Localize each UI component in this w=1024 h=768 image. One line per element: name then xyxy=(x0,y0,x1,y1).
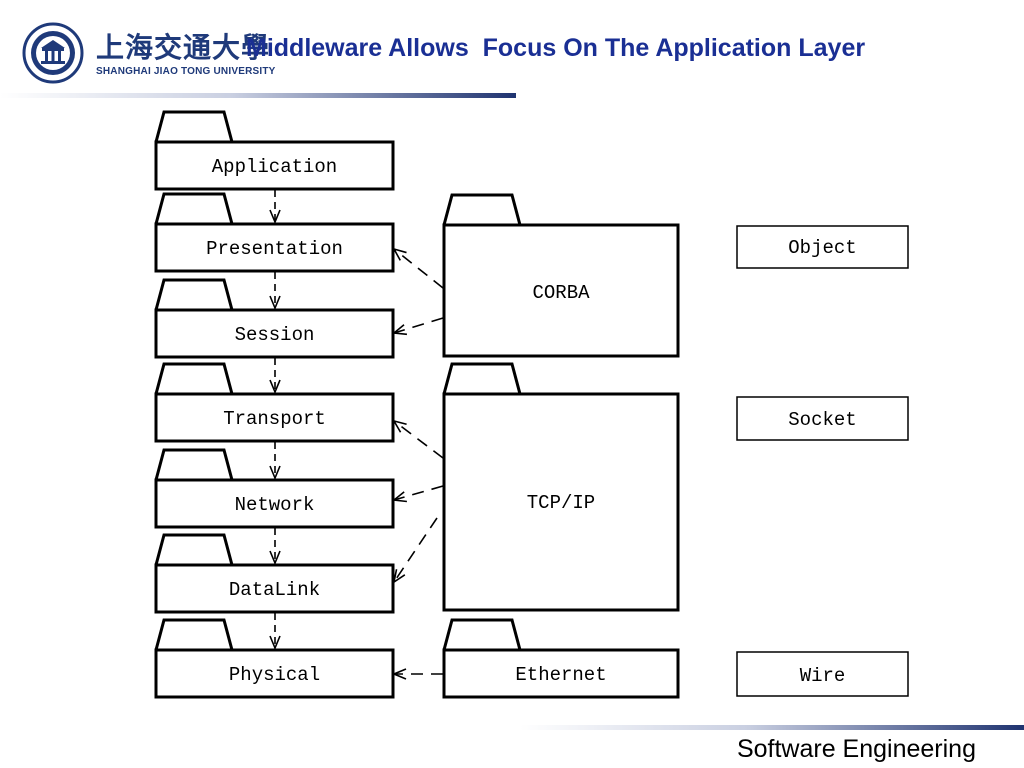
abstraction-box xyxy=(736,396,909,441)
layer-label: Session xyxy=(235,324,315,346)
layer-label: Network xyxy=(235,494,315,516)
layer-physical: Physical xyxy=(154,618,395,699)
layer-box xyxy=(154,308,395,359)
implementation-arrows xyxy=(394,249,444,674)
title-underline-bar xyxy=(0,93,516,98)
middleware-corba: CORBA xyxy=(442,193,680,358)
package-tab xyxy=(442,193,522,226)
package-tab xyxy=(154,362,234,395)
logo-chinese-text: 上海交通大學 xyxy=(96,31,271,64)
middleware-label: CORBA xyxy=(532,282,590,304)
layer-datalink: DataLink xyxy=(154,533,395,614)
layer-presentation: Presentation xyxy=(154,192,395,273)
middleware-box xyxy=(442,648,680,699)
package-tab xyxy=(154,448,234,481)
university-seal-icon xyxy=(22,22,84,84)
layer-application: Application xyxy=(154,110,395,191)
slide-title: Middleware Allows Focus On The Applicati… xyxy=(246,34,866,62)
abstraction-label: Socket xyxy=(788,409,856,431)
arrow-tcpip-to-transport xyxy=(394,421,444,459)
package-tab xyxy=(154,278,234,311)
osi-layer-stack: Application Presentation Session Transpo… xyxy=(154,110,395,699)
layer-label: Presentation xyxy=(206,238,343,260)
layer-network: Network xyxy=(154,448,395,529)
layer-session: Session xyxy=(154,278,395,359)
layer-box xyxy=(154,222,395,273)
abstraction-wire: Wire xyxy=(736,651,909,697)
university-logo: 上海交通大學 SHANGHAI JIAO TONG UNIVERSITY xyxy=(22,22,275,84)
layer-label: Physical xyxy=(229,664,320,686)
middleware-box xyxy=(442,392,680,612)
arrow-corba-to-presentation xyxy=(394,249,444,289)
abstraction-column: Object Socket Wire xyxy=(736,225,909,697)
package-tab xyxy=(442,362,522,395)
arrow-corba-to-session xyxy=(394,317,444,333)
middleware-box xyxy=(442,223,680,358)
abstraction-box xyxy=(736,651,909,697)
arrow-tcpip-to-datalink xyxy=(394,517,438,582)
middleware-stack: CORBA TCP/IP Ethernet xyxy=(442,193,680,699)
package-tab xyxy=(442,618,522,651)
layer-label: Transport xyxy=(223,408,326,430)
abstraction-label: Object xyxy=(788,237,856,259)
middleware-label: Ethernet xyxy=(515,664,606,686)
middleware-label: TCP/IP xyxy=(527,492,595,514)
abstraction-object: Object xyxy=(736,225,909,269)
package-tab xyxy=(154,110,234,143)
layer-box xyxy=(154,392,395,443)
abstraction-label: Wire xyxy=(800,665,846,687)
layer-label: DataLink xyxy=(229,579,320,601)
abstraction-socket: Socket xyxy=(736,396,909,441)
middleware-tcpip: TCP/IP xyxy=(442,362,680,612)
package-tab xyxy=(154,533,234,566)
layer-box xyxy=(154,563,395,614)
layer-label: Application xyxy=(212,156,337,178)
abstraction-box xyxy=(736,225,909,269)
footer-bar xyxy=(520,725,1024,730)
footer-text: Software Engineering xyxy=(736,735,976,763)
middleware-ethernet: Ethernet xyxy=(442,618,680,699)
package-tab xyxy=(154,618,234,651)
layer-transport: Transport xyxy=(154,362,395,443)
layer-box xyxy=(154,140,395,191)
layer-box xyxy=(154,648,395,699)
package-tab xyxy=(154,192,234,225)
layer-box xyxy=(154,478,395,529)
arrow-tcpip-to-network xyxy=(394,485,444,500)
logo-english-text: SHANGHAI JIAO TONG UNIVERSITY xyxy=(96,66,276,77)
